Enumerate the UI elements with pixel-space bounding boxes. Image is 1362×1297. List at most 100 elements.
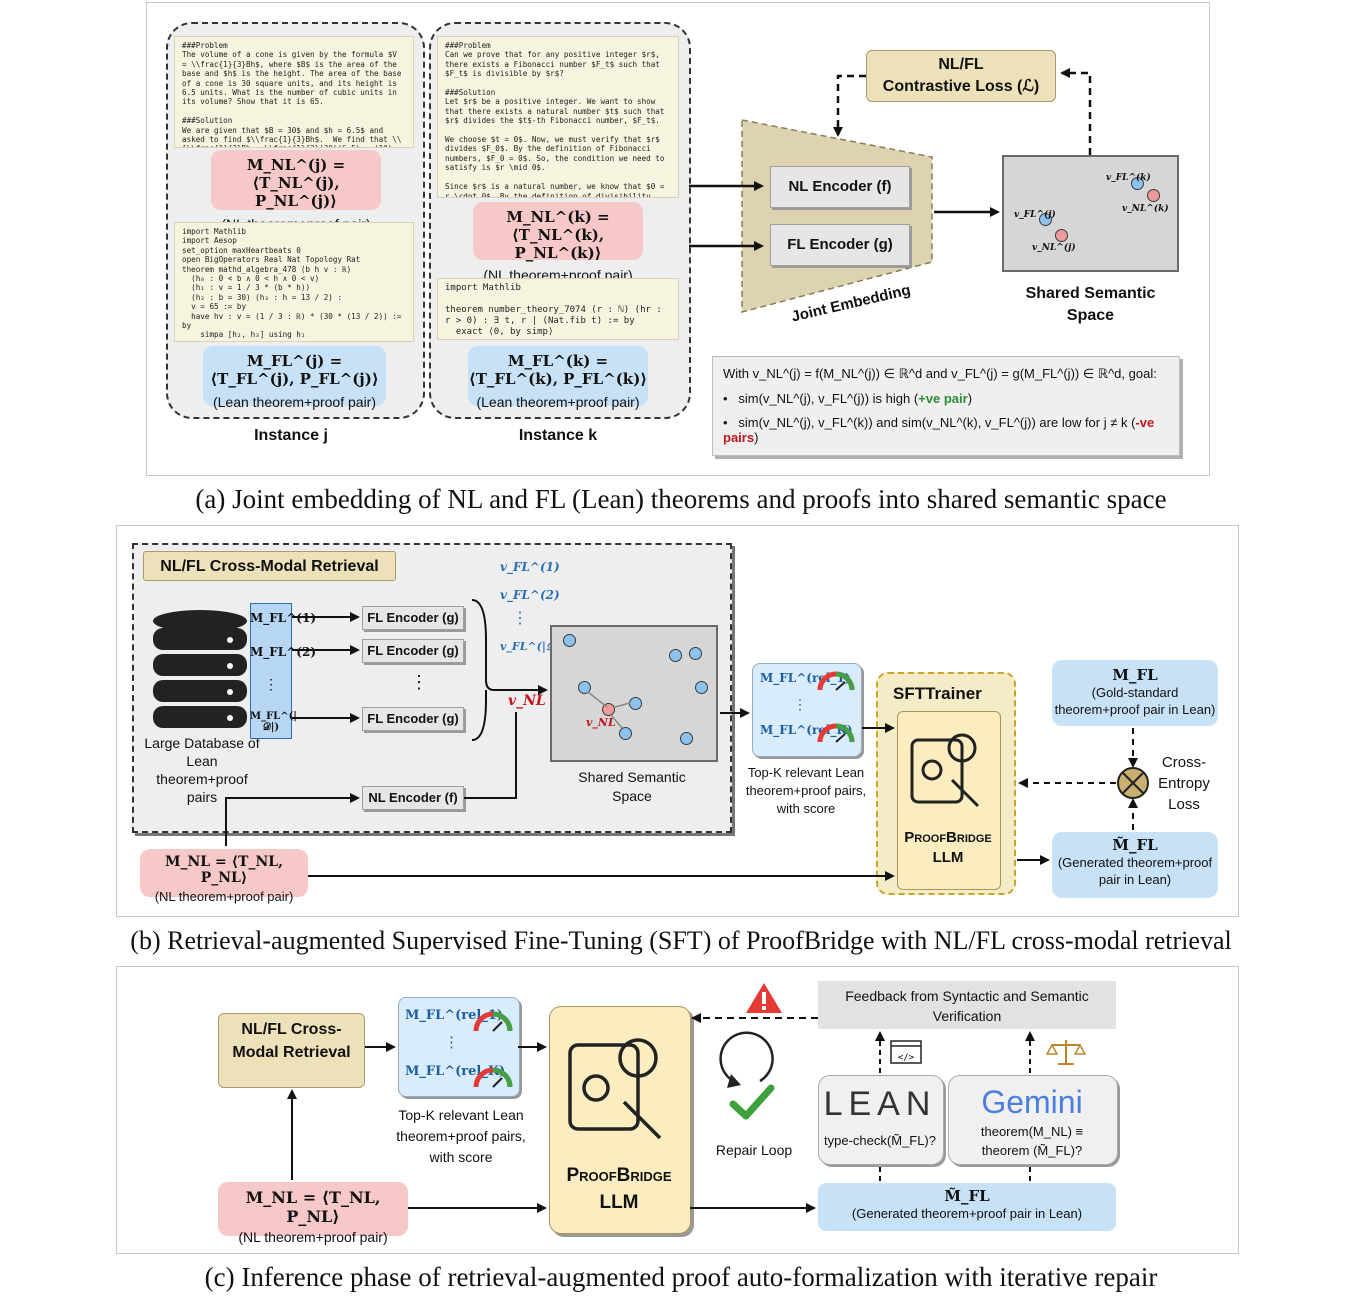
fl-vector-2: v_FL^(2) xyxy=(500,588,560,602)
instance-k-fl-formula: M_FL^(k) = ⟨T_FL^(k), P_FL^(k)⟩ xyxy=(468,352,648,388)
database-label: Large Database of Lean theorem+proof pai… xyxy=(144,735,260,805)
instance-k-nl-pair: M_NL^(k) = ⟨T_NL^(k), P_NL^(k)⟩ (NL theo… xyxy=(473,202,643,283)
db-item-1: M_FL^(1) xyxy=(250,611,316,625)
contrastive-loss-box: NL/FL Contrastive Loss (ℒ) xyxy=(866,50,1056,102)
instance-j-nl-code: ###Problem The volume of a cone is given… xyxy=(174,36,414,148)
topk-c-ellipsis: ⋮ xyxy=(444,1034,459,1051)
goal-bullet-1-text: sim(v_NL^(j), v_FL^(j)) is high ( xyxy=(738,391,919,406)
shared-space-a-label: Shared Semantic Space xyxy=(1025,285,1156,324)
topk-c-item-k: M_FL^(rel_K) xyxy=(405,1064,506,1079)
space-b-query-label: v_NL xyxy=(586,716,616,729)
space-b-point-3 xyxy=(689,647,702,660)
fl-encoder-b-3: FL Encoder (g) xyxy=(362,707,464,731)
input-b-formula: M_NL = ⟨T_NL, P_NL⟩ xyxy=(165,854,283,886)
gold-desc: (Gold-standard theorem+proof pair in Lea… xyxy=(1054,685,1216,717)
instance-k-fl-pair: M_FL^(k) = ⟨T_FL^(k), P_FL^(k)⟩ (Lean th… xyxy=(468,346,648,410)
fl-encoder-b-2: FL Encoder (g) xyxy=(362,639,464,663)
llm-c-label-1: ProofBridge xyxy=(566,1165,672,1186)
retrieval-box-c: NL/FL Cross-Modal Retrieval xyxy=(218,1013,365,1088)
cross-entropy-label: Cross-Entropy Loss xyxy=(1158,754,1210,813)
retrieval-c-label: NL/FL Cross-Modal Retrieval xyxy=(232,1021,351,1061)
feedback-label: Feedback from Syntactic and Semantic Ver… xyxy=(845,988,1089,1024)
nl-encoder-b: NL Encoder (f) xyxy=(362,786,464,810)
goal-bullet-2-close: ) xyxy=(754,430,759,445)
input-c-formula: M_NL = ⟨T_NL, P_NL⟩ xyxy=(245,1188,381,1226)
generated-box-b: M̃_FL (Generated theorem+proof pair in L… xyxy=(1052,832,1218,898)
gemini-check-1: theorem(M_NL) ≡ xyxy=(980,1124,1084,1139)
space-b-point-1 xyxy=(563,634,576,647)
space-b-point-2 xyxy=(669,649,682,662)
space-b-point-8 xyxy=(680,732,693,745)
fl-vector-ellipsis: ⋮ xyxy=(512,610,528,627)
instance-j-label: Instance j xyxy=(254,427,328,444)
gold-standard-box: M_FL (Gold-standard theorem+proof pair i… xyxy=(1052,660,1218,726)
generated-c-title: M̃_FL xyxy=(944,1187,990,1205)
point-label-v-fl-j: v_FL^(j) xyxy=(1014,210,1056,220)
db-item-2: M_FL^(2) xyxy=(250,645,316,659)
db-item-column xyxy=(250,603,292,739)
point-v-fl-k xyxy=(1131,177,1144,190)
nl-vector: v_NL xyxy=(508,693,546,709)
caption-b: (b) Retrieval-augmented Supervised Fine-… xyxy=(130,926,1232,955)
positive-pair-label: +ve pair xyxy=(918,391,968,406)
input-box-b: M_NL = ⟨T_NL, P_NL⟩ (NL theorem+proof pa… xyxy=(140,849,308,904)
fl-encoder-ellipsis: ⋮ xyxy=(410,672,428,692)
feedback-box xyxy=(818,981,1116,1029)
topk-b-item-1: M_FL^(rel_1) xyxy=(760,671,851,685)
goal-bullet-1-close: ) xyxy=(967,391,973,406)
goal-line: With v_NL^(j) = f(M_NL^(j)) ∈ ℝ^d and v_… xyxy=(723,366,1157,381)
caption-c: (c) Inference phase of retrieval-augment… xyxy=(204,1262,1158,1292)
gemini-check-2: theorem (M̃_FL)? xyxy=(981,1143,1083,1158)
goal-box: With v_NL^(j) = f(M_NL^(j)) ∈ ℝ^d and v_… xyxy=(712,356,1180,456)
db-item-ellipsis: ⋮ xyxy=(264,676,278,692)
gemini-logo: Gemini xyxy=(981,1084,1083,1120)
topk-b-item-k: M_FL^(rel_K) xyxy=(760,723,853,737)
space-b-point-6 xyxy=(629,697,642,710)
fl-encoder-b-1: FL Encoder (g) xyxy=(362,606,464,630)
contrastive-loss-subtitle: Contrastive Loss (ℒ) xyxy=(882,78,1040,95)
lean-logo: LEAN xyxy=(823,1085,937,1123)
space-b-query-point xyxy=(602,703,615,716)
generated-box-c: M̃_FL (Generated theorem+proof pair in L… xyxy=(818,1183,1116,1231)
instance-k-label: Instance k xyxy=(518,427,598,444)
topk-c-item-1: M_FL^(rel_1) xyxy=(405,1008,504,1023)
gemini-box xyxy=(948,1075,1118,1165)
fl-encoder-a: FL Encoder (g) xyxy=(770,224,910,266)
topk-c-label: Top-K relevant Lean theorem+proof pairs,… xyxy=(396,1107,526,1165)
point-label-v-nl-k: v_NL^(k) xyxy=(1122,204,1169,214)
point-label-v-fl-k: v_FL^(k) xyxy=(1106,173,1151,183)
input-c-desc: (NL theorem+proof pair) xyxy=(238,1229,388,1245)
fl-vector-1: v_FL^(1) xyxy=(500,560,560,574)
generated-b-desc: (Generated theorem+proof pair in Lean) xyxy=(1057,855,1213,887)
instance-j-fl-desc: (Lean theorem+proof pair) xyxy=(212,394,377,410)
goal-bullet-1: • sim(v_NL^(j), v_FL^(j)) is high (+ve p… xyxy=(723,391,973,406)
goal-bullet-2: • sim(v_NL^(j), v_FL^(k)) and sim(v_NL^(… xyxy=(723,415,1155,445)
lean-check: type-check(M̃_FL)? xyxy=(824,1133,936,1148)
space-b-point-5 xyxy=(578,681,591,694)
shared-space-a xyxy=(1002,155,1179,272)
instance-k-nl-code: ###Problem Can we prove that for any pos… xyxy=(437,36,679,198)
topk-b-ellipsis: ⋮ xyxy=(793,696,807,712)
instance-j-nl-formula: M_NL^(j) = ⟨T_NL^(j), P_NL^(j)⟩ xyxy=(246,156,346,210)
point-label-v-nl-j: v_NL^(j) xyxy=(1032,243,1076,253)
llm-b-label-1: ProofBridge xyxy=(904,829,992,846)
space-b-point-7 xyxy=(619,727,632,740)
instance-j-fl-pair: M_FL^(j) = ⟨T_FL^(j), P_FL^(j)⟩ (Lean th… xyxy=(203,346,386,410)
shared-space-b xyxy=(550,625,718,762)
llm-c-label-2: LLM xyxy=(599,1192,639,1213)
instance-j-fl-formula: M_FL^(j) = ⟨T_FL^(j), P_FL^(j)⟩ xyxy=(210,352,379,388)
point-v-nl-k xyxy=(1147,189,1160,202)
llm-b-label-2: LLM xyxy=(932,849,964,866)
instance-k-fl-code: import Mathlib theorem number_theory_707… xyxy=(437,278,679,340)
caption-a: (a) Joint embedding of NL and FL (Lean) … xyxy=(195,484,1167,514)
negative-pairs-label: -ve pairs xyxy=(723,415,1155,445)
generated-c-desc: (Generated theorem+proof pair in Lean) xyxy=(851,1206,1083,1221)
gold-title: M_FL xyxy=(1112,666,1158,684)
instance-j-fl-code: import Mathlib import Aesop set_option m… xyxy=(174,222,414,342)
instance-j-nl-pair: M_NL^(j) = ⟨T_NL^(j), P_NL^(j)⟩ (NL theo… xyxy=(211,150,381,232)
input-b-desc: (NL theorem+proof pair) xyxy=(154,889,294,904)
point-v-fl-j xyxy=(1039,213,1052,226)
db-item-d: M_FL^(|𝒟|) xyxy=(250,711,297,733)
point-v-nl-j xyxy=(1055,229,1068,242)
input-box-c: M_NL = ⟨T_NL, P_NL⟩ (NL theorem+proof pa… xyxy=(218,1182,408,1245)
